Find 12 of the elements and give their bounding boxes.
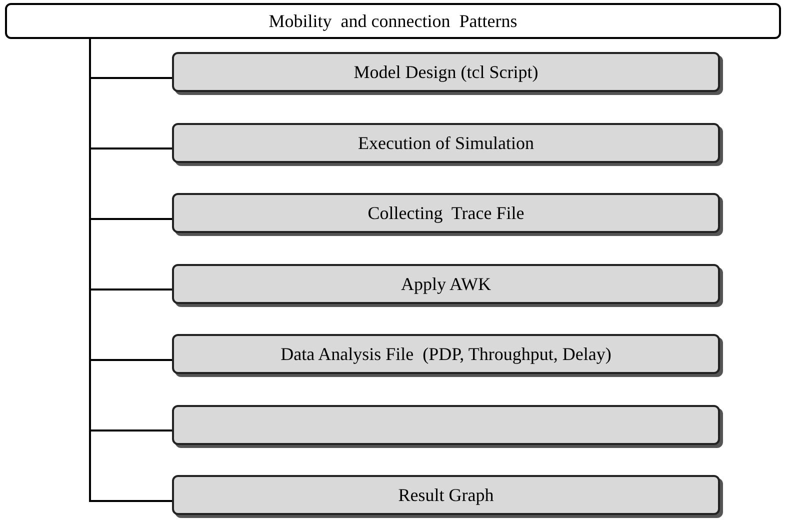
process-box: [172, 52, 720, 92]
header-box: [5, 3, 781, 39]
process-box: [172, 475, 720, 515]
step-label: Model Design (tcl Script): [352, 63, 540, 81]
step-label: Apply AWK: [400, 274, 492, 292]
process-box: [172, 193, 720, 233]
step-label: Execution of Simulation: [357, 134, 535, 152]
step-label: Mobility and connection Patterns: [268, 12, 518, 30]
step-label: Collecting Trace File: [366, 204, 526, 222]
step-label: Result Graph: [397, 486, 495, 504]
process-box: [172, 334, 720, 374]
step-label: Data Analysis File (PDP, Throughput, Delay): [280, 345, 612, 363]
